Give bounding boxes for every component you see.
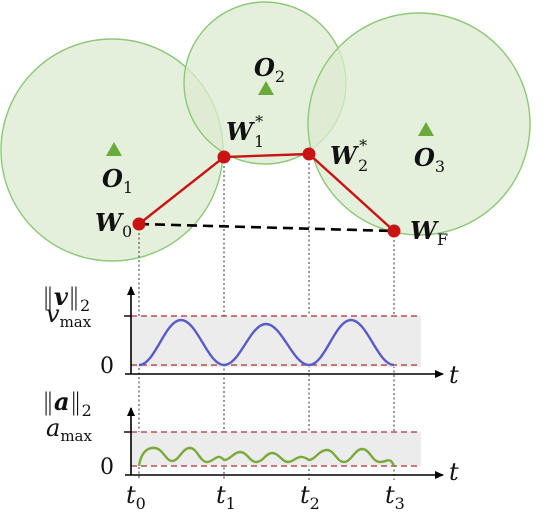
velocity-zero-label: 0: [100, 354, 114, 379]
waypoint-w2-label: W2*: [330, 136, 368, 175]
acceleration-norm-label: ‖a‖2: [42, 387, 92, 420]
acceleration-plot: [124, 407, 444, 479]
obstacles: [106, 81, 434, 156]
acceleration-zero-label: 0: [100, 455, 114, 480]
acceleration-max-label: amax: [46, 414, 92, 445]
velocity-norm-label: ‖v‖2: [42, 282, 90, 315]
time-tick-1-label: t1: [216, 481, 236, 512]
waypoint-wf-label: WF: [410, 216, 448, 249]
obstacle-2-triangle-icon: [258, 81, 274, 95]
obstacle-3-label: O3: [414, 143, 445, 176]
obstacle-1-triangle-icon: [106, 142, 122, 156]
time-tick-0-label: t0: [126, 481, 146, 512]
obstacle-2-label: O2: [254, 53, 285, 86]
acceleration-t-label: t: [449, 458, 459, 486]
velocity-curve: [138, 318, 395, 367]
waypoint-w1-label: W1*: [226, 112, 264, 151]
waypoint-w2: [302, 147, 316, 161]
safe-circle-3: [307, 12, 531, 236]
waypoint-w0-label: W0: [95, 208, 132, 241]
safe-regions: [0, 1, 531, 262]
velocity-plot: [124, 286, 444, 378]
obstacle-1-label: O1: [102, 164, 133, 197]
obstacle-3-triangle-icon: [418, 122, 434, 136]
velocity-t-label: t: [449, 361, 459, 389]
velocity-max-label: vmax: [46, 300, 92, 331]
waypoint-w1: [217, 150, 231, 164]
time-tick-2-label: t2: [300, 481, 320, 512]
time-tick-3-label: t3: [385, 481, 405, 512]
waypoint-w0: [132, 217, 146, 231]
direct-path-dashed-line: [138, 222, 395, 233]
waypoints: [132, 147, 401, 238]
acceleration-band: [131, 432, 421, 466]
optimized-path: [138, 152, 395, 232]
waypoint-wf: [387, 224, 401, 238]
acceleration-curve: [137, 446, 396, 467]
